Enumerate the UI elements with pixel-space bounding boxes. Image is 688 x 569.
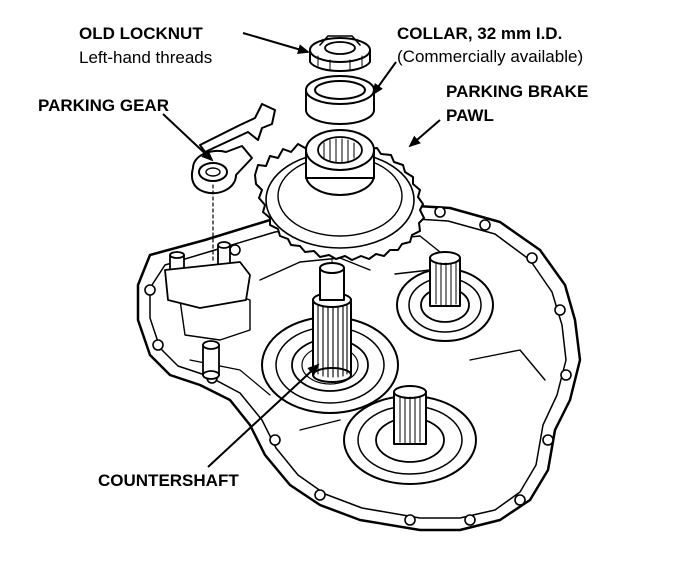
differential-shaft <box>343 385 477 485</box>
parking-brake-pawl-label-1: PARKING BRAKE <box>446 82 588 101</box>
arrow-icon <box>162 113 214 162</box>
collar-note: (Commercially available) <box>397 47 583 66</box>
old-locknut-note: Left-hand threads <box>79 48 212 67</box>
countershaft-shaft <box>312 229 352 383</box>
parking-gear-label: PARKING GEAR <box>38 96 169 115</box>
parking-brake-pawl-label-2: PAWL <box>446 106 494 125</box>
collar <box>305 75 375 125</box>
old-locknut <box>309 35 371 72</box>
old-locknut-label: OLD LOCKNUT <box>79 24 203 43</box>
mainshaft <box>396 251 494 342</box>
arrow-icon <box>371 61 397 96</box>
countershaft-label: COUNTERSHAFT <box>98 471 239 490</box>
shift-shaft-assembly <box>164 241 251 380</box>
parking-gear <box>254 129 425 261</box>
arrow-icon <box>242 32 310 54</box>
leader-arrows <box>162 32 441 468</box>
collar-label: COLLAR, 32 mm I.D. <box>397 24 562 43</box>
arrow-icon <box>408 119 441 148</box>
arrow-icon <box>207 363 320 468</box>
callout-labels: OLD LOCKNUT Left-hand threads COLLAR, 32… <box>38 24 588 490</box>
